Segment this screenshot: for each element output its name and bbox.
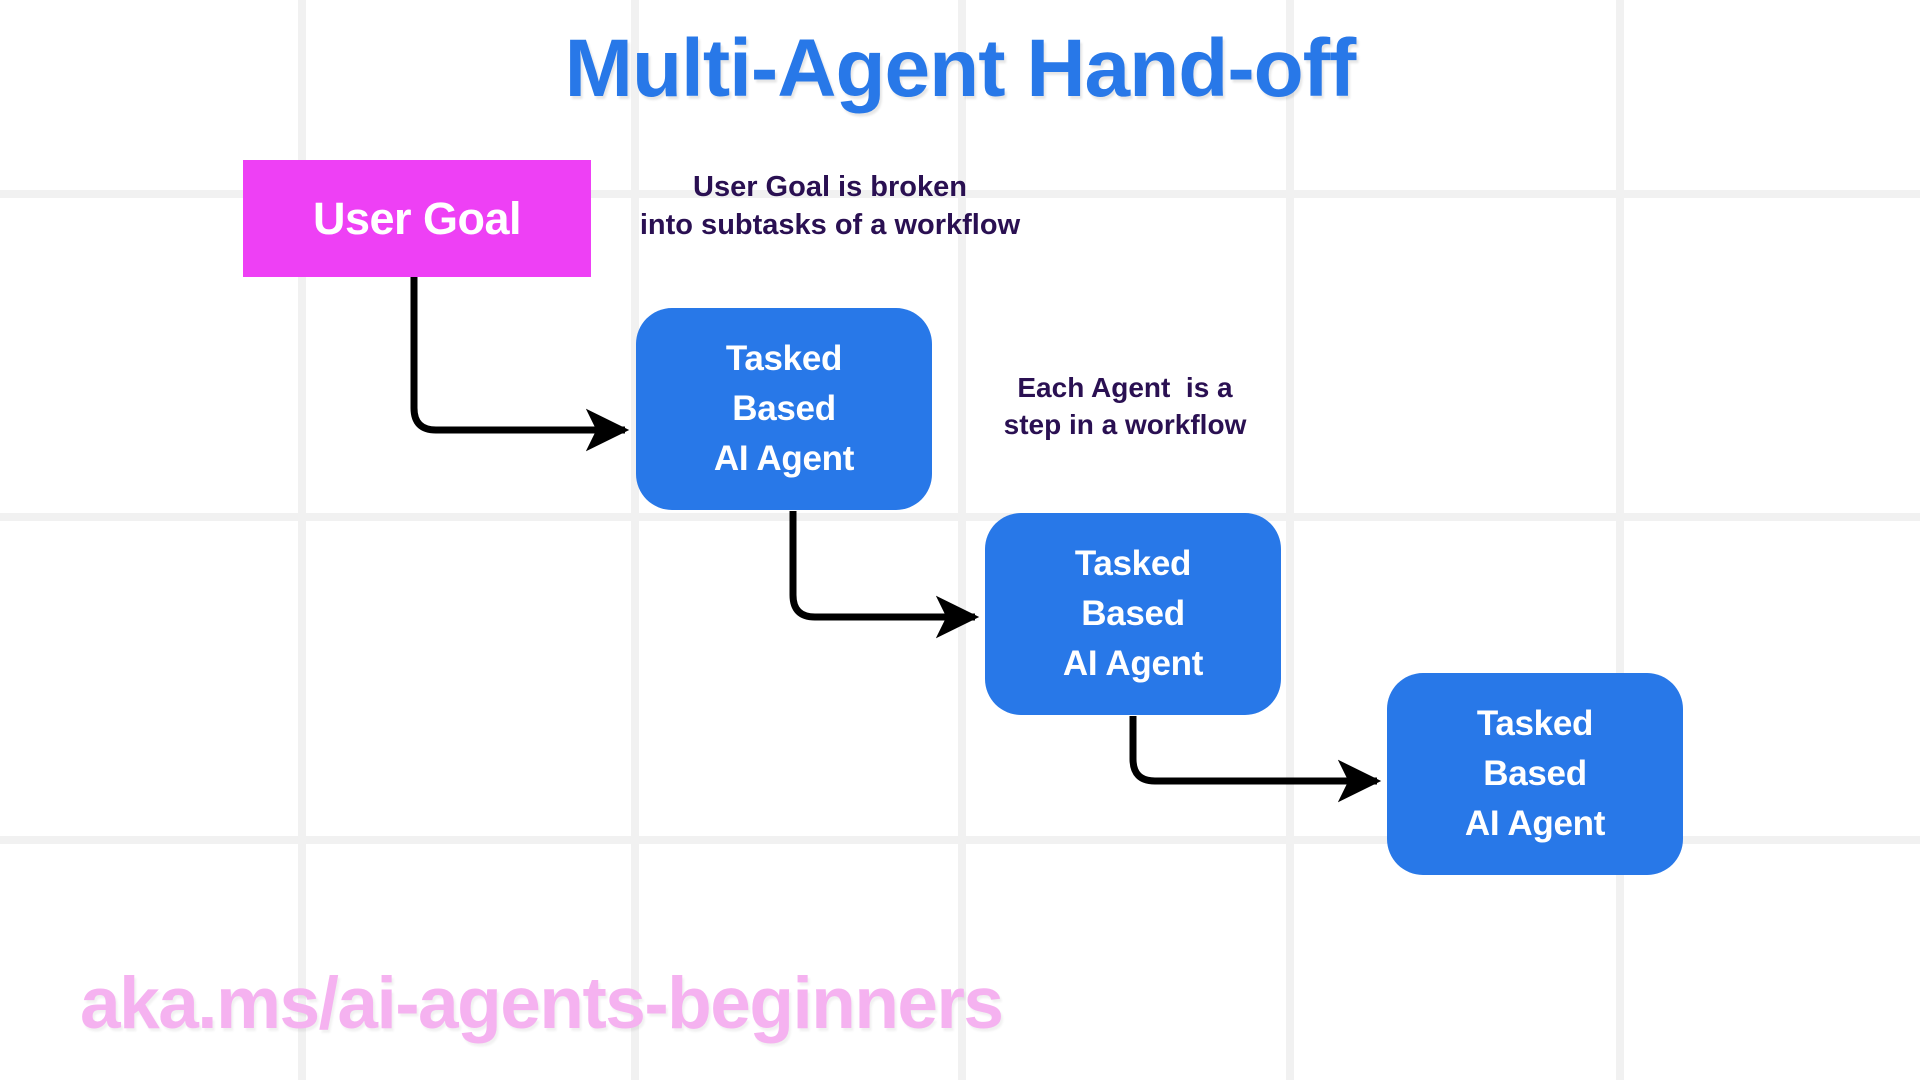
agent-node-1-line-1: Tasked bbox=[725, 339, 843, 379]
grid-line-horizontal bbox=[0, 513, 1920, 521]
grid-line-vertical bbox=[631, 0, 639, 1080]
agent-node-3-line-3: AI Agent bbox=[1464, 803, 1606, 843]
footer-url[interactable]: aka.ms/ai-agents-beginners bbox=[80, 963, 1004, 1044]
grid-line-vertical bbox=[1286, 0, 1294, 1080]
agent-node-1[interactable]: Tasked Based AI Agent bbox=[636, 308, 932, 510]
agent-node-2-line-1: Tasked bbox=[1074, 544, 1192, 584]
user-goal-node[interactable]: User Goal bbox=[243, 160, 591, 277]
goal-breakdown-note: User Goal is broken into subtasks of a w… bbox=[639, 171, 1021, 242]
agent-step-note: Each Agent is a step in a workflow bbox=[1003, 372, 1247, 440]
user-goal-label: User Goal bbox=[312, 193, 522, 244]
agent-node-2-line-3: AI Agent bbox=[1062, 643, 1204, 683]
agent-node-1-line-3: AI Agent bbox=[713, 438, 855, 478]
slide-title: Multi-Agent Hand-off bbox=[564, 23, 1357, 114]
agent-node-1-line-2: Based bbox=[732, 389, 836, 429]
grid-line-vertical bbox=[958, 0, 966, 1080]
agent-node-2[interactable]: Tasked Based AI Agent bbox=[985, 513, 1281, 715]
connector-agent-2-to-agent-3 bbox=[1129, 716, 1382, 803]
agent-node-2-line-2: Based bbox=[1081, 594, 1185, 634]
connector-agent-1-to-agent-2 bbox=[789, 511, 980, 639]
agent-node-3-line-1: Tasked bbox=[1476, 704, 1594, 744]
grid-line-vertical bbox=[1616, 0, 1624, 1080]
agent-node-3-line-2: Based bbox=[1483, 754, 1587, 794]
agent-node-3[interactable]: Tasked Based AI Agent bbox=[1387, 673, 1683, 875]
connector-goal-to-agent-1 bbox=[410, 277, 630, 452]
